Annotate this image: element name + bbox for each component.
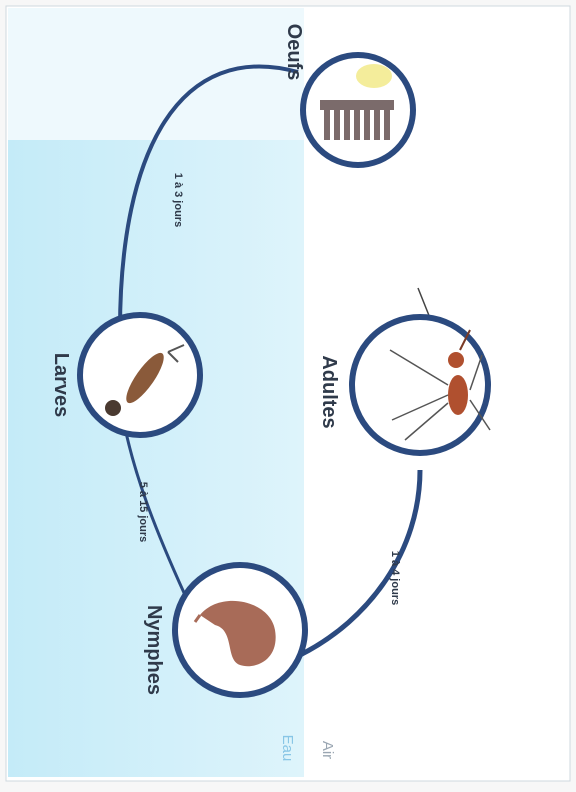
stage-label-larvae: Larves [50, 353, 72, 418]
duration-pupae-adults: 1 à 4 jours [389, 551, 401, 605]
surface-zone [8, 8, 304, 140]
stage-circle [352, 317, 488, 453]
duration-eggs-larvae: 1 à 3 jours [172, 173, 184, 227]
stage-label-eggs: Oeufs [283, 24, 305, 81]
stage-eggs [303, 55, 413, 165]
stage-pupae [175, 565, 305, 695]
stage-label-adults: Adultes [318, 355, 340, 428]
stage-label-pupae: Nymphes [143, 605, 165, 695]
stage-adults [352, 317, 490, 453]
stage-larvae [80, 315, 200, 435]
zone-label-air: Air [319, 741, 336, 759]
zone-label-water: Eau [279, 735, 296, 762]
duration-larvae-pupae: 5 à 15 jours [137, 482, 149, 543]
